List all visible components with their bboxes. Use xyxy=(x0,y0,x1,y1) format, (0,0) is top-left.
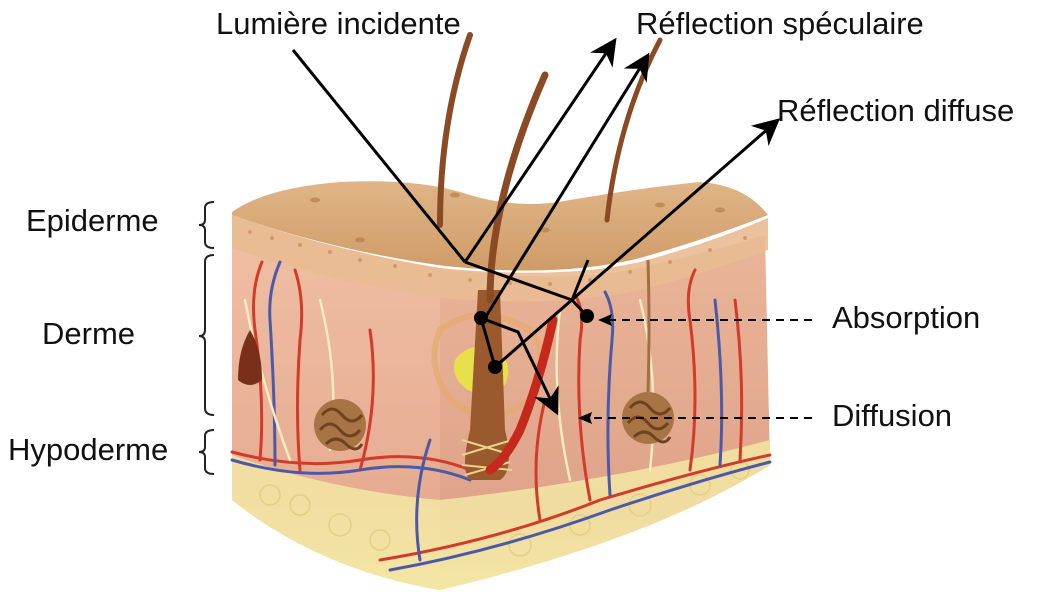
label-diffusion: Diffusion xyxy=(832,400,952,431)
label-diffuse-reflection: Réflection diffuse xyxy=(777,95,1014,126)
layer-brackets xyxy=(199,202,214,474)
label-absorption: Absorption xyxy=(832,302,980,333)
label-hypoderme: Hypoderme xyxy=(8,434,168,465)
derme-bracket xyxy=(199,255,214,415)
label-incident-light: Lumière incidente xyxy=(216,8,461,39)
label-specular-reflection: Réflection spéculaire xyxy=(636,8,924,39)
hypoderme-bracket xyxy=(199,430,214,474)
sweat-gland-left xyxy=(314,399,366,451)
label-epiderme: Epiderme xyxy=(26,205,159,236)
label-derme: Derme xyxy=(42,318,135,349)
epiderme-bracket xyxy=(199,202,214,248)
